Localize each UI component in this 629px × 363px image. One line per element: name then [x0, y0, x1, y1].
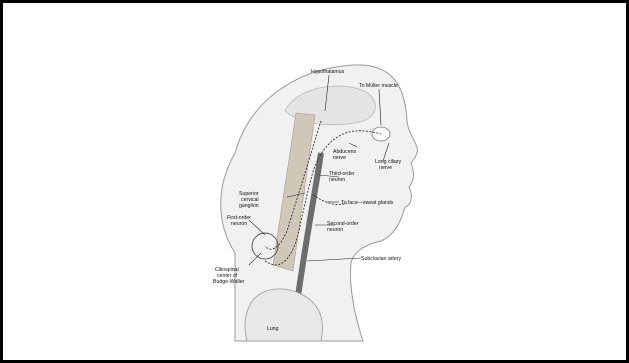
label-abducens-nerve-2: nerve	[333, 155, 346, 161]
label-superior-cervical-ganglion-3: ganglion	[239, 203, 259, 209]
label-first-order-neuron-2: neuron	[231, 221, 247, 227]
label-second-order-neuron-2: neuron	[327, 227, 343, 233]
label-muller-muscle: To Müller muscle	[359, 83, 398, 89]
label-subclavian-artery: Subclavian artery	[361, 256, 401, 262]
label-third-order-neuron-2: neuron	[329, 177, 345, 183]
sympathetic-pathway-diagram: Hypothalamus To Müller muscle Abducens n…	[3, 3, 626, 360]
label-hypothalamus: Hypothalamus	[311, 69, 345, 75]
label-long-ciliary-nerve-2: nerve	[379, 165, 392, 171]
label-lung: Lung	[267, 326, 279, 332]
label-ciliospinal-center-3: Budge-Waller	[213, 279, 245, 285]
label-to-face-sweat-glands: To face—sweat glands	[341, 200, 394, 206]
